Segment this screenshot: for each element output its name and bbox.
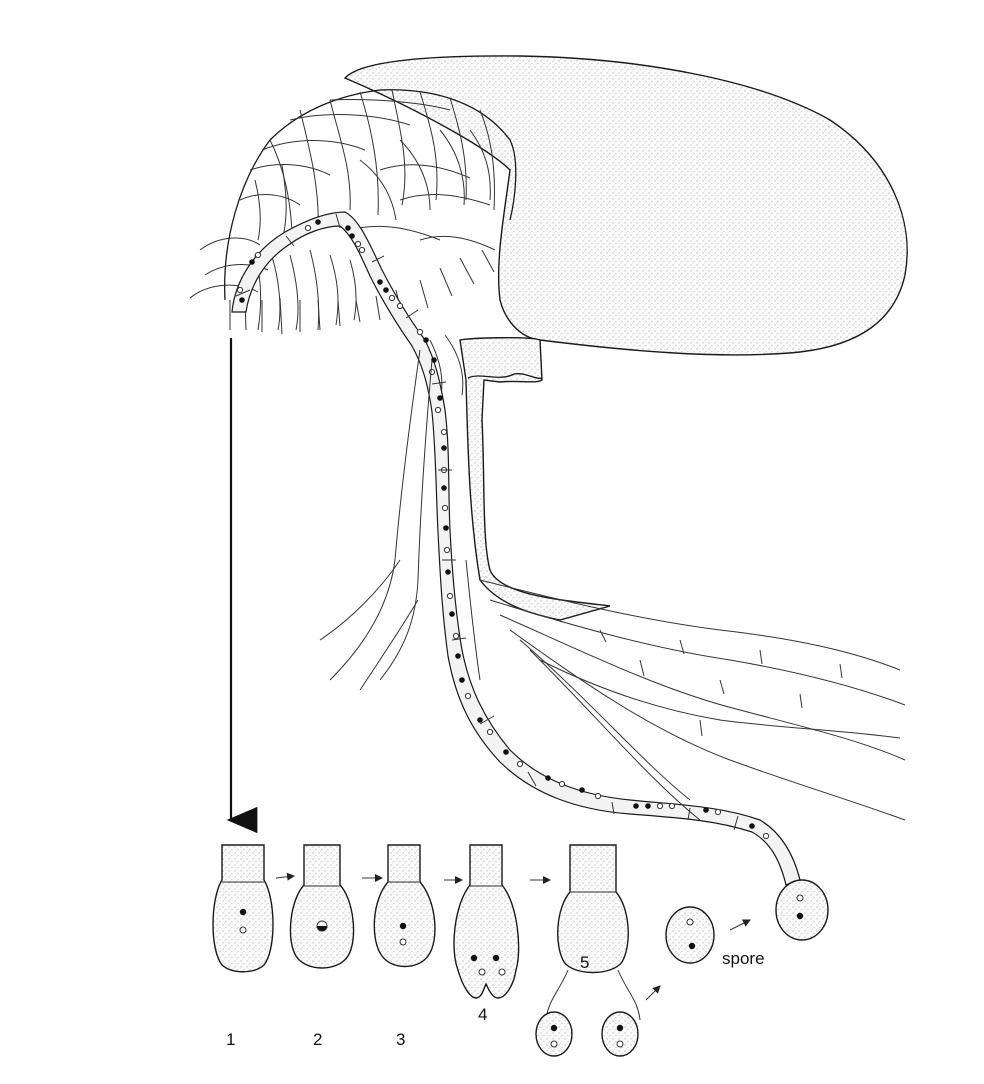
stage-label-3: 3: [396, 1030, 405, 1049]
stage-label-2: 2: [313, 1030, 322, 1049]
stage-label-5: 5: [580, 953, 589, 972]
stage-2: [290, 845, 353, 968]
stage-arrow-1-2: [276, 876, 294, 878]
stage-3: [374, 845, 435, 967]
stage-label-4: 4: [478, 1005, 487, 1024]
stage-1: [213, 845, 273, 972]
spore-label: spore: [722, 949, 765, 968]
stage-5: [536, 845, 640, 1056]
stage-arrow-5-spore: [646, 986, 660, 1000]
spore-to-club-arrow: [730, 920, 750, 930]
stage-label-1: 1: [226, 1030, 235, 1049]
mushroom-cap: [345, 56, 907, 355]
mushroom-stalk: [460, 338, 610, 620]
terminal-basidium: [776, 880, 828, 940]
spore-cell: [666, 907, 714, 963]
stage-4: [454, 845, 519, 998]
